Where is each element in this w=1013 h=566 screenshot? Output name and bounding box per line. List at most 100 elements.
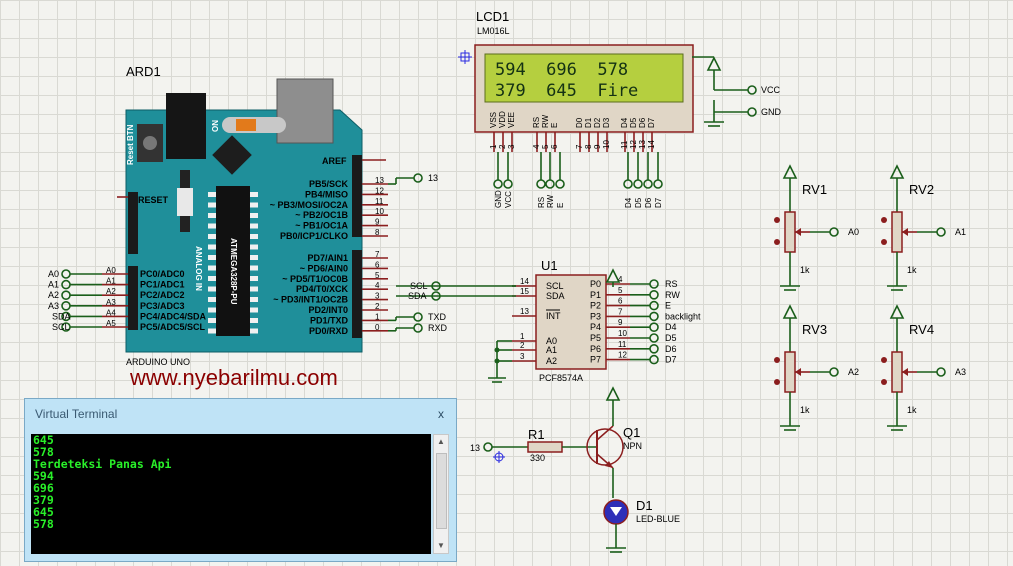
right-pin-label: ~ PB2/OC1B <box>295 210 348 220</box>
pot-body <box>891 351 903 393</box>
left-net-label: SDA <box>52 311 71 321</box>
left-pin-label: PC1/ADC1 <box>140 280 185 290</box>
u1-right-net-terminal <box>649 343 659 354</box>
pot-ref: RV1 <box>802 182 827 197</box>
pot-body <box>784 211 796 253</box>
scroll-down-icon[interactable]: ▼ <box>437 541 445 550</box>
left-pin-label: PC3/ADC3 <box>140 301 185 311</box>
right-pin-label: ~ PB1/OC1A <box>295 221 348 231</box>
lcd-pin-number: 10 <box>602 140 611 149</box>
left-pin-tag: A1 <box>106 277 116 286</box>
u1-right-pin-number: 5 <box>618 286 623 295</box>
arduino-ref: ARD1 <box>126 64 161 79</box>
scroll-thumb[interactable] <box>436 453 447 529</box>
left-pin-tag: A2 <box>106 287 116 296</box>
pot-wiper-arrow <box>795 368 801 376</box>
u1-right-net-label: D5 <box>665 333 677 343</box>
pot-control-dot <box>881 239 887 245</box>
u1-right-net-terminal <box>649 300 659 311</box>
power-jack <box>276 78 334 144</box>
right-net-terminal <box>413 323 423 333</box>
lcd-pin-name: RS <box>532 117 541 128</box>
lcd-pin-number: 12 <box>629 140 638 149</box>
lcd-pin-number: 4 <box>532 144 541 149</box>
watermark-url: www.nyebarilmu.com <box>129 365 338 390</box>
pot-wiper-arrow <box>795 228 801 236</box>
u1-left-pin-label: A0 <box>546 336 557 346</box>
r1-resistor <box>527 441 563 453</box>
chip-leg <box>208 286 216 292</box>
pot-body <box>891 211 903 253</box>
vcc-arrow-icon <box>782 304 798 319</box>
u1-right-net-label: RW <box>665 290 680 300</box>
right-pin-number: 7 <box>375 250 380 259</box>
lcd-net-label: D7 <box>654 197 663 208</box>
u1-ref: U1 <box>541 258 558 273</box>
u1-left-pin-label: INT <box>546 311 561 321</box>
right-pin-label: PD2/INT0 <box>308 305 348 315</box>
lcd-net-label: GND <box>494 190 503 208</box>
right-pin-label: ~ PD5/T1/OC0B <box>282 274 348 284</box>
right-pin-number: 5 <box>375 271 380 280</box>
pot-control-dot <box>881 379 887 385</box>
pot-net-terminal <box>936 367 946 377</box>
right-pin-label: ~ PB3/MOSI/OC2A <box>270 200 349 210</box>
gnd-label: GND <box>761 107 782 117</box>
pot-value: 1k <box>907 405 917 415</box>
terminal-line: 645 <box>33 434 54 447</box>
chip-leg <box>208 213 216 218</box>
reset-label: RESET <box>138 195 169 205</box>
left-net-label: A0 <box>48 269 59 279</box>
lcd-pin-name: D1 <box>584 117 593 128</box>
lcd-pin-number: 11 <box>620 140 629 149</box>
pot-net-terminal <box>936 227 946 237</box>
u1-right-net-terminal <box>649 322 659 333</box>
right-net-terminal <box>413 312 423 322</box>
vcc-arrow-icon <box>889 164 905 179</box>
u1-left-pin-label: SDA <box>546 291 565 301</box>
terminal-line: 594 <box>33 469 54 483</box>
scroll-up-icon[interactable]: ▲ <box>437 437 445 446</box>
terminal-title: Virtual Terminal <box>35 407 118 421</box>
right-pin-label: ~ PD3/INT1/OC2B <box>273 295 348 305</box>
right-pin-number: 3 <box>375 292 380 301</box>
q1-type: NPN <box>623 441 642 451</box>
right-pin-number: 8 <box>375 228 380 237</box>
lcd-net-label: D5 <box>634 197 643 208</box>
usb-jack <box>166 93 206 159</box>
d1-ref: D1 <box>636 498 653 513</box>
chip-leg <box>208 202 216 208</box>
u1-right-net-label: backlight <box>665 311 701 321</box>
chip-leg <box>208 234 216 239</box>
chip-leg <box>208 328 216 334</box>
terminal-scrollbar[interactable]: ▲ ▼ <box>433 434 449 554</box>
vcc-arrow-icon <box>889 304 905 319</box>
left-pin-label: PC0/ADC0 <box>140 269 185 279</box>
chip-leg <box>208 265 216 271</box>
u1-right-pin-number: 6 <box>618 297 623 306</box>
q1-ref: Q1 <box>623 425 640 440</box>
pot-control-dot <box>774 357 780 363</box>
analog-in-label: ANALOG IN <box>194 246 203 291</box>
right-pin-number: 0 <box>375 323 380 332</box>
pot-wiper-arrow <box>902 368 908 376</box>
lcd-pin-number: 9 <box>593 144 602 149</box>
close-icon[interactable]: x <box>438 407 444 421</box>
chip-leg <box>250 307 258 313</box>
left-pin-tag: A5 <box>106 319 116 328</box>
lcd-net-label: RW <box>546 194 555 208</box>
chip-leg <box>250 328 258 334</box>
left-pin-label: PC2/ADC2 <box>140 290 185 300</box>
right-pin-number: 9 <box>375 218 380 227</box>
chip-leg <box>250 297 258 302</box>
lcd-pin-name: VDD <box>498 111 507 128</box>
pot-net-terminal <box>829 227 839 237</box>
reset-btn-label: Reset BTN <box>126 124 135 165</box>
